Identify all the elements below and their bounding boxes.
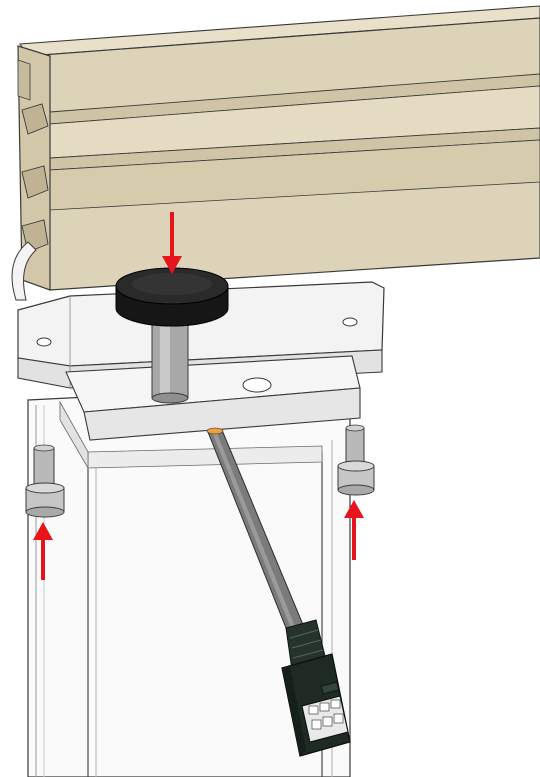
socket-head-screw-left[interactable]: [25, 444, 65, 518]
six-pin-connector[interactable]: [281, 619, 351, 757]
mounting-bracket: [11, 241, 385, 441]
round-knob[interactable]: [115, 267, 229, 327]
socket-head-screw-right[interactable]: [337, 424, 375, 496]
column-housing: [27, 383, 351, 777]
cable: [206, 427, 307, 639]
arrow-knob: [162, 212, 182, 274]
arrow-screw-left: [33, 522, 53, 580]
arrow-screw-right: [344, 500, 364, 560]
profile-beam: [17, 5, 540, 291]
pin: [151, 319, 189, 404]
